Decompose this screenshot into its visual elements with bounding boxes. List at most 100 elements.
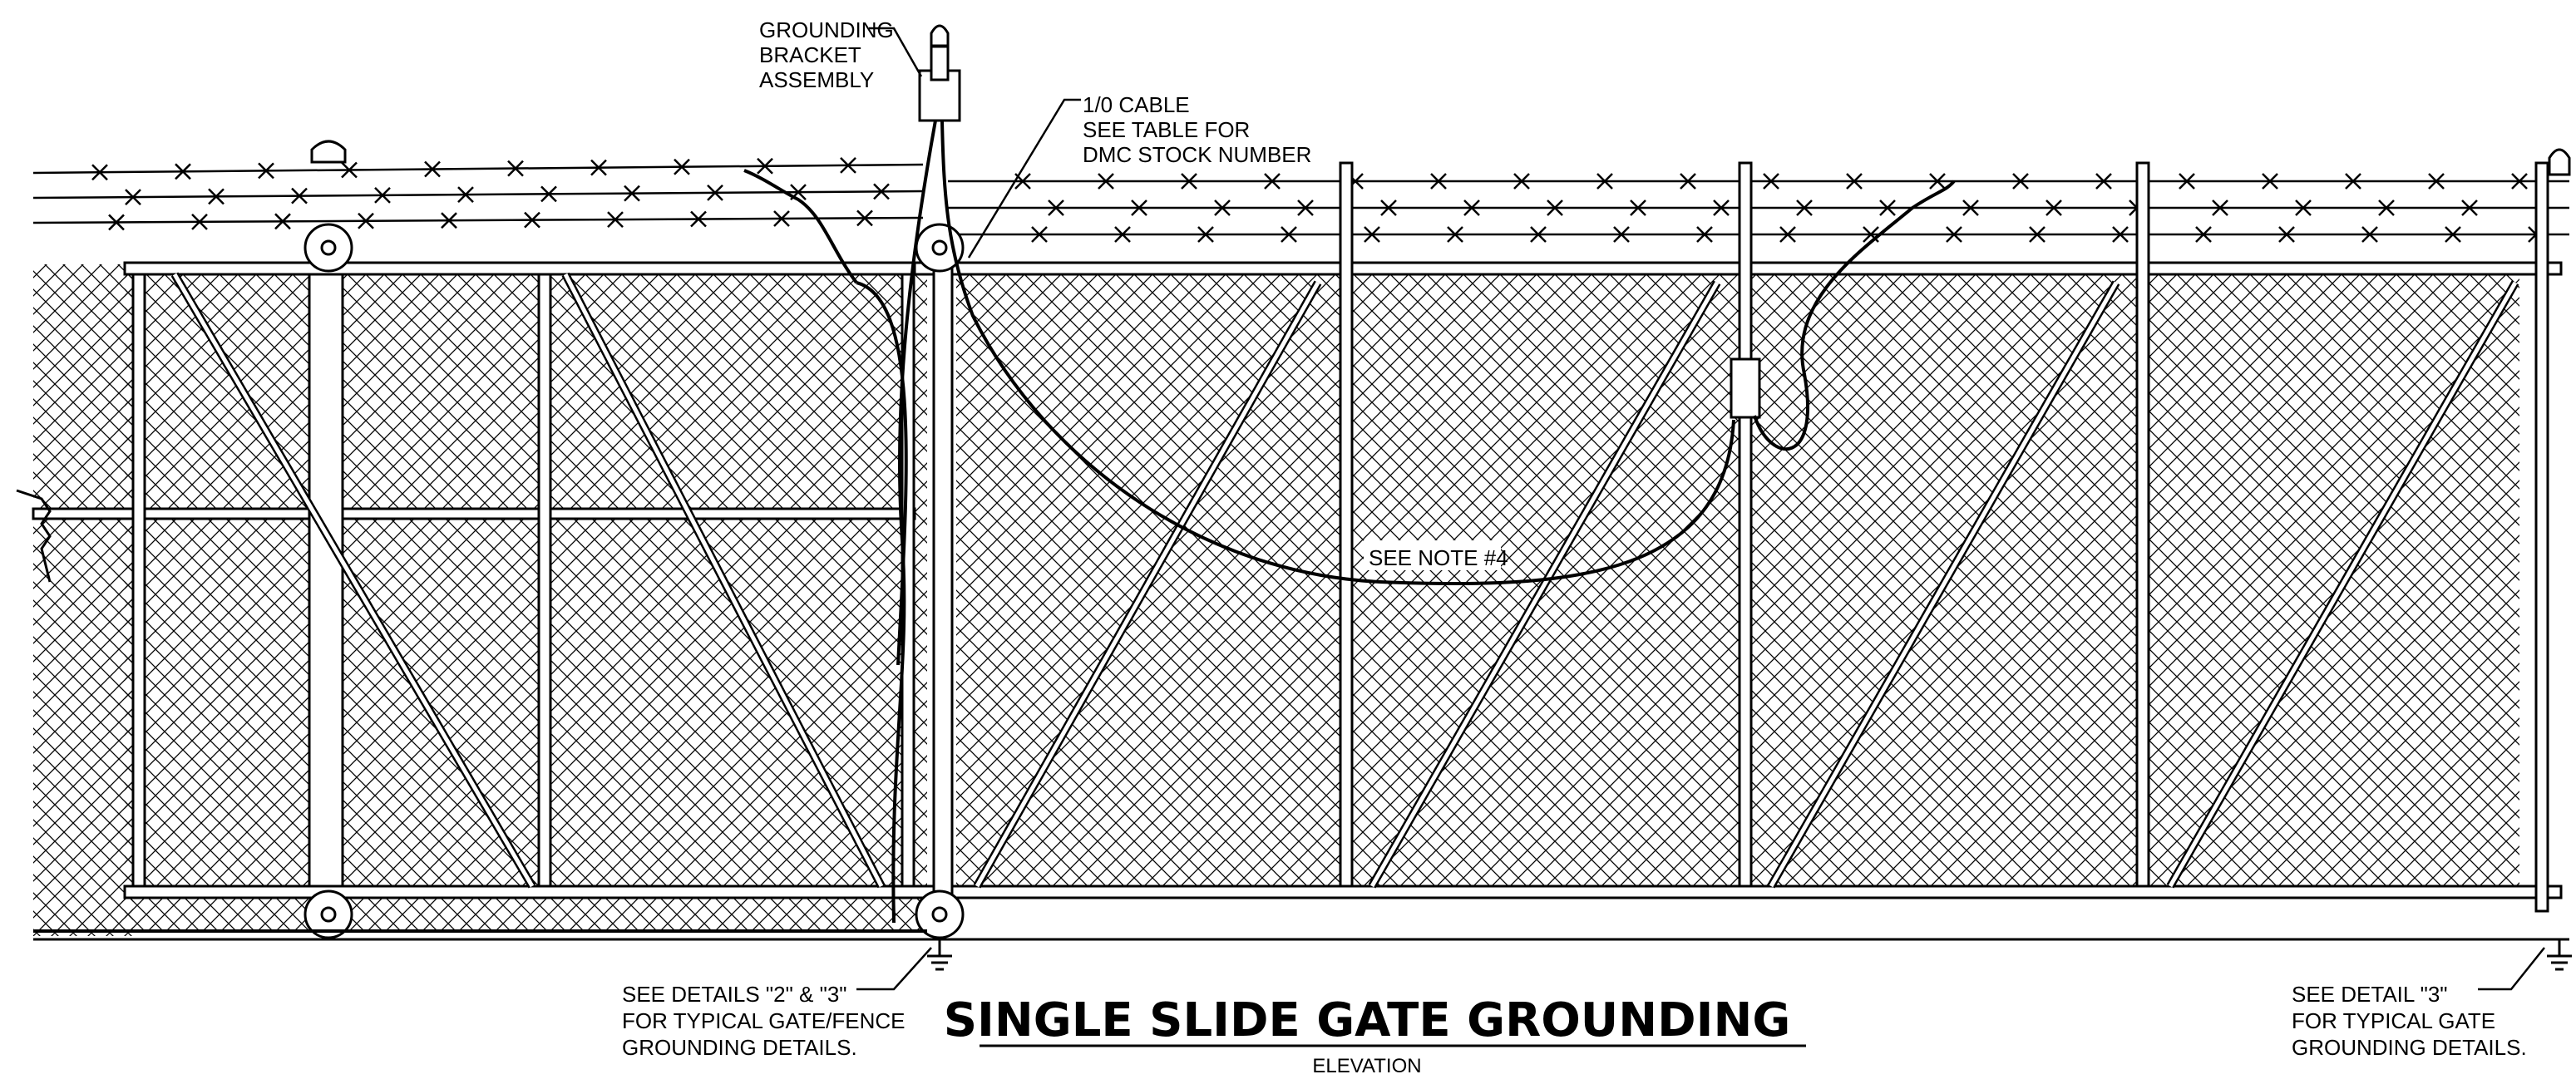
barb-mark xyxy=(840,156,856,174)
barb-mark xyxy=(2428,173,2445,190)
barb-mark xyxy=(2278,226,2295,243)
gate-frame xyxy=(131,272,915,889)
barb-mark xyxy=(2361,226,2378,243)
barb-mark xyxy=(358,212,374,229)
ground-symbol-icon xyxy=(927,939,2572,971)
barb-mark xyxy=(1114,226,1131,243)
barb-mark xyxy=(1031,226,1048,243)
barb-mark xyxy=(2029,226,2046,243)
barb-mark xyxy=(374,186,391,204)
gate-fabric xyxy=(125,274,927,898)
barb-mark xyxy=(1547,200,1563,216)
barb-mark xyxy=(1197,226,1214,243)
barb-mark xyxy=(2345,173,2361,190)
barb-mark xyxy=(1680,173,1696,190)
fence-frame xyxy=(932,161,2549,916)
gate-rollers xyxy=(303,223,965,939)
barb-mark xyxy=(2179,173,2195,190)
barb-mark xyxy=(607,211,624,228)
barb-marks xyxy=(91,156,2544,243)
barb-mark xyxy=(1962,200,1979,216)
barb-mark xyxy=(757,157,773,175)
barbed-wire xyxy=(32,163,2569,236)
barb-mark xyxy=(773,210,790,227)
barb-mark xyxy=(590,159,607,176)
post-caps xyxy=(310,24,2571,176)
barb-mark xyxy=(2445,226,2461,243)
fence-fabric-left xyxy=(33,264,133,936)
barb-mark xyxy=(2195,226,2212,243)
barb-mark xyxy=(1946,226,1962,243)
barb-mark xyxy=(1181,173,1197,190)
barb-mark xyxy=(91,164,108,181)
barb-mark xyxy=(274,213,291,230)
barb-mark xyxy=(1098,173,1114,190)
barb-mark xyxy=(1796,200,1813,216)
barb-mark xyxy=(1214,200,1231,216)
barb-mark xyxy=(1513,173,1530,190)
barb-mark xyxy=(208,188,225,205)
barb-mark xyxy=(258,162,274,180)
barb-mark xyxy=(1879,200,1896,216)
barb-mark xyxy=(1846,173,1863,190)
leader-lines xyxy=(856,27,2545,991)
barb-mark xyxy=(2295,200,2312,216)
barb-mark xyxy=(125,189,141,205)
barb-mark xyxy=(1596,173,1613,190)
barb-mark xyxy=(1281,226,1297,243)
barb-mark xyxy=(2046,200,2062,216)
label-cable: 1/0 CABLE SEE TABLE FOR DMC STOCK NUMBER xyxy=(1083,92,1311,167)
barb-mark xyxy=(1297,200,1314,216)
barb-mark xyxy=(507,160,524,177)
barb-mark xyxy=(2378,200,2395,216)
barb-mark xyxy=(856,209,873,227)
barb-mark xyxy=(1763,173,1779,190)
barb-mark xyxy=(1713,200,1730,216)
barb-mark xyxy=(1630,200,1646,216)
barb-mark xyxy=(108,214,125,231)
barb-mark xyxy=(674,158,690,175)
barb-mark xyxy=(441,212,457,229)
barb-mark xyxy=(1530,226,1547,243)
barb-mark xyxy=(2112,226,2129,243)
barb-mark xyxy=(341,161,358,179)
drawing-title: SINGLE SLIDE GATE GROUNDING xyxy=(944,993,1791,1047)
barb-mark xyxy=(1364,226,1380,243)
barb-mark xyxy=(707,184,723,201)
barb-mark xyxy=(873,183,890,200)
break-line xyxy=(16,489,52,583)
barb-mark xyxy=(1380,200,1397,216)
drawing-subtitle: ELEVATION xyxy=(1312,1055,1421,1077)
barb-mark xyxy=(1463,200,1480,216)
barb-mark xyxy=(1430,173,1447,190)
barb-mark xyxy=(2095,173,2112,190)
barb-mark xyxy=(624,185,640,202)
barb-mark xyxy=(1447,226,1463,243)
gate-bottom-fabric xyxy=(125,896,927,929)
barb-mark xyxy=(457,186,474,203)
note-background xyxy=(1364,540,1501,570)
grounding-cables xyxy=(33,120,1956,933)
barb-mark xyxy=(540,185,557,203)
barb-mark xyxy=(2461,200,2478,216)
barb-mark xyxy=(524,211,540,229)
barb-mark xyxy=(2212,200,2228,216)
grounding-bracket xyxy=(918,45,961,122)
label-details-left: SEE DETAILS "2" & "3" FOR TYPICAL GATE/F… xyxy=(622,982,911,1060)
barb-mark xyxy=(424,160,441,178)
barb-mark xyxy=(191,213,208,230)
barb-mark xyxy=(1264,173,1281,190)
barb-mark xyxy=(1779,226,1796,243)
barb-mark xyxy=(2511,173,2528,190)
barb-mark xyxy=(175,163,191,180)
label-details-right: SEE DETAIL "3" FOR TYPICAL GATE GROUNDIN… xyxy=(2292,982,2527,1060)
barb-mark xyxy=(2012,173,2029,190)
barb-mark xyxy=(2262,173,2278,190)
label-see-note: SEE NOTE #4 xyxy=(1369,545,1508,570)
barb-mark xyxy=(291,187,308,204)
ground-clamp xyxy=(1730,357,1761,419)
barb-mark xyxy=(1929,173,1946,190)
barb-mark xyxy=(1696,226,1713,243)
label-grounding-bracket: GROUNDING BRACKET ASSEMBLY xyxy=(759,17,900,92)
